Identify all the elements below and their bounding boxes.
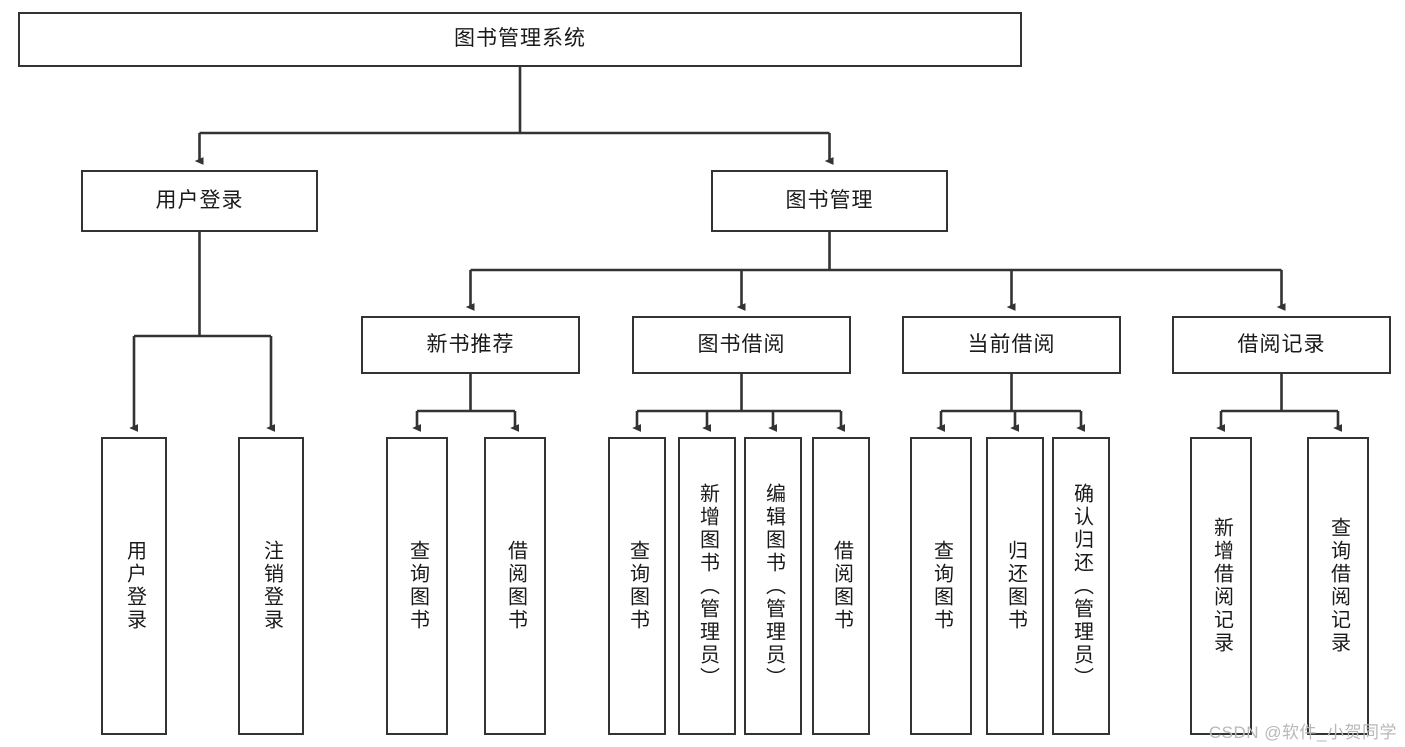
node-leaf-add-book[interactable]: 新增图书（管理员） (678, 437, 736, 735)
node-l2-book-borrow[interactable]: 图书借阅 (632, 316, 851, 374)
node-leaf-query-record[interactable]: 查询借阅记录 (1307, 437, 1369, 735)
node-leaf-logout[interactable]: 注销登录 (238, 437, 304, 735)
node-label: 用户登录 (123, 540, 146, 632)
node-label: 用户登录 (155, 188, 244, 212)
node-leaf-user-login[interactable]: 用户登录 (101, 437, 167, 735)
node-l2-current-borrow[interactable]: 当前借阅 (902, 316, 1121, 374)
node-label: 查询图书 (930, 540, 953, 632)
node-label: 借阅图书 (504, 540, 527, 632)
node-leaf-confirm-return[interactable]: 确认归还（管理员） (1052, 437, 1110, 735)
node-leaf-add-record[interactable]: 新增借阅记录 (1190, 437, 1252, 735)
node-label: 借阅记录 (1237, 332, 1326, 356)
node-label: 新书推荐 (426, 332, 515, 356)
node-label: 查询借阅记录 (1327, 517, 1350, 655)
node-l2-new-book-rec[interactable]: 新书推荐 (361, 316, 580, 374)
node-leaf-query-book-a[interactable]: 查询图书 (386, 437, 448, 735)
node-label: 查询图书 (626, 540, 649, 632)
node-label: 图书管理系统 (454, 27, 586, 51)
node-label: 图书借阅 (697, 332, 786, 356)
node-label: 归还图书 (1004, 540, 1027, 632)
node-leaf-query-book-c[interactable]: 查询图书 (910, 437, 972, 735)
node-label: 编辑图书（管理员） (762, 482, 785, 690)
node-label: 新增借阅记录 (1210, 517, 1233, 655)
node-leaf-return-book[interactable]: 归还图书 (986, 437, 1044, 735)
node-root[interactable]: 图书管理系统 (18, 12, 1022, 67)
node-leaf-query-book-b[interactable]: 查询图书 (608, 437, 666, 735)
node-label: 新增图书（管理员） (696, 482, 719, 690)
node-l1-user-login[interactable]: 用户登录 (81, 170, 318, 232)
node-l1-book-mgmt[interactable]: 图书管理 (711, 170, 948, 232)
node-label: 注销登录 (260, 540, 283, 632)
node-label: 确认归还（管理员） (1070, 482, 1093, 690)
node-l2-borrow-record[interactable]: 借阅记录 (1172, 316, 1391, 374)
node-leaf-borrow-book-b[interactable]: 借阅图书 (812, 437, 870, 735)
node-leaf-edit-book[interactable]: 编辑图书（管理员） (744, 437, 802, 735)
csdn-watermark: CSDN @软件_小贺同学 (1208, 723, 1397, 742)
node-leaf-borrow-book-a[interactable]: 借阅图书 (484, 437, 546, 735)
node-label: 借阅图书 (830, 540, 853, 632)
node-label: 查询图书 (406, 540, 429, 632)
node-label: 当前借阅 (967, 332, 1056, 356)
node-label: 图书管理 (785, 188, 874, 212)
